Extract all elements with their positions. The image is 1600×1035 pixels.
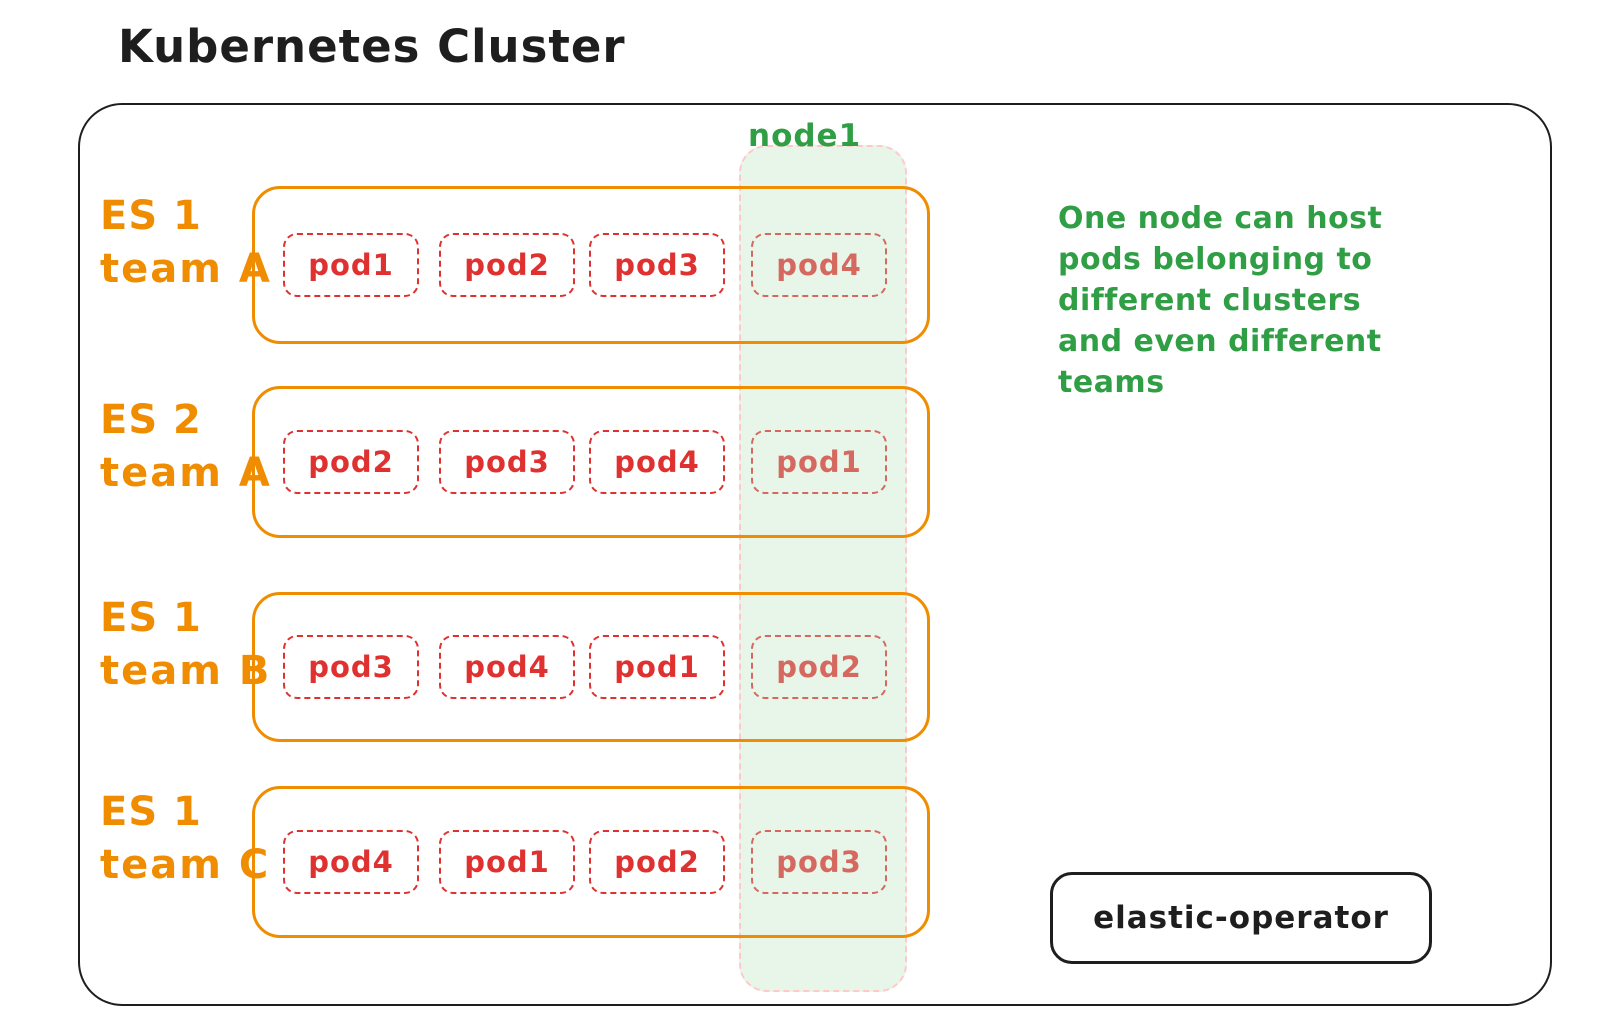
- team-name: team C: [100, 842, 271, 888]
- annotation-line: pods belonging to: [1058, 242, 1373, 277]
- pod: pod3: [439, 430, 575, 494]
- pod: pod1: [439, 830, 575, 894]
- annotation-line: One node can host: [1058, 201, 1383, 236]
- pod: pod4: [283, 830, 419, 894]
- es-name: ES 1: [100, 193, 202, 239]
- pod: pod4: [439, 635, 575, 699]
- pod: pod3: [283, 635, 419, 699]
- elastic-operator-box: elastic-operator: [1050, 872, 1432, 964]
- team-name: team A: [100, 246, 272, 292]
- es-cluster-1-label: ES 1 team A: [100, 190, 272, 296]
- es-cluster-2-label: ES 2 team A: [100, 394, 272, 500]
- es-name: ES 1: [100, 595, 202, 641]
- annotation-line: different clusters: [1058, 283, 1362, 318]
- kubernetes-cluster-boundary: [78, 103, 1552, 1006]
- pod: pod3: [589, 233, 725, 297]
- pod: pod2: [283, 430, 419, 494]
- node-sharing-annotation: One node can host pods belonging to diff…: [1058, 198, 1382, 403]
- es-cluster-3-box: pod3 pod4 pod1 pod2: [252, 592, 930, 742]
- es-cluster-4-label: ES 1 team C: [100, 786, 270, 892]
- diagram-title: Kubernetes Cluster: [118, 20, 626, 73]
- pod-on-node1: pod3: [751, 830, 887, 894]
- team-name: team A: [100, 450, 272, 496]
- es-cluster-2-box: pod2 pod3 pod4 pod1: [252, 386, 930, 538]
- es-name: ES 2: [100, 397, 202, 443]
- node1-label: node1: [748, 118, 862, 154]
- es-cluster-1-box: pod1 pod2 pod3 pod4: [252, 186, 930, 344]
- pod: pod1: [283, 233, 419, 297]
- annotation-line: and even different: [1058, 324, 1382, 359]
- es-cluster-4-box: pod4 pod1 pod2 pod3: [252, 786, 930, 938]
- pod-on-node1: pod1: [751, 430, 887, 494]
- pod: pod2: [439, 233, 575, 297]
- pod-on-node1: pod2: [751, 635, 887, 699]
- pod: pod4: [589, 430, 725, 494]
- pod-on-node1: pod4: [751, 233, 887, 297]
- elastic-operator-label: elastic-operator: [1093, 900, 1389, 936]
- es-name: ES 1: [100, 789, 202, 835]
- team-name: team B: [100, 648, 272, 694]
- es-cluster-3-label: ES 1 team B: [100, 592, 271, 698]
- annotation-line: teams: [1058, 365, 1165, 400]
- pod: pod1: [589, 635, 725, 699]
- pod: pod2: [589, 830, 725, 894]
